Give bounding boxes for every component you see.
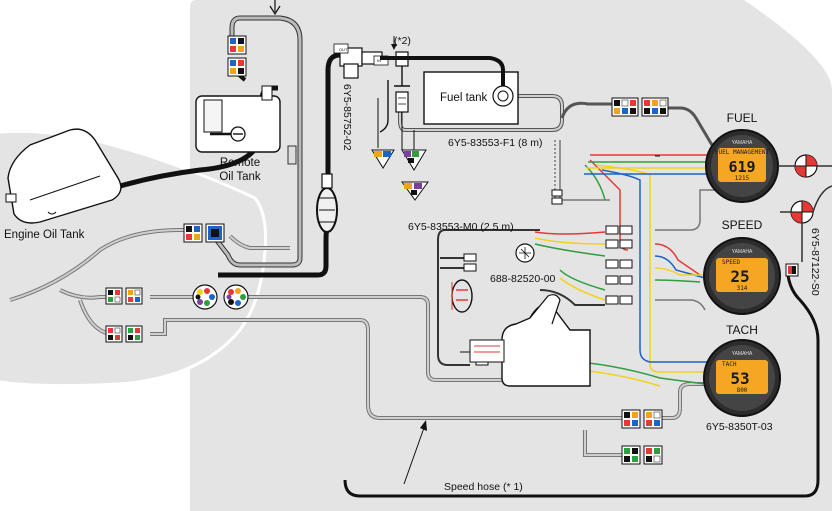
gauge-bus-wires xyxy=(812,165,832,213)
round-coupler-fuel xyxy=(794,154,818,178)
fuel-gauge-sub: 1215 xyxy=(735,175,750,182)
round-coupler-2 xyxy=(223,284,249,310)
fuel-gauge-brand: YAMAHA xyxy=(732,140,753,146)
tach-gauge-reading: 53 xyxy=(730,369,749,388)
speed-gauge: SPEED 25 314 YAMAHA xyxy=(703,237,781,315)
connector-engine-2 xyxy=(205,223,225,243)
fuel-line xyxy=(398,94,714,146)
connector-tach-2 xyxy=(643,409,663,429)
vertical-part-label-1: 6Y5-85752-02 xyxy=(341,84,353,151)
speed-gauge-title: SPEED xyxy=(722,218,763,232)
primer-bulb xyxy=(316,173,338,233)
fuel-filter-part-label: 6Y5-83553-F1 (8 m) xyxy=(448,137,543,149)
speed-gauge-mode: SPEED xyxy=(722,259,740,266)
connector-tach-1 xyxy=(621,409,641,429)
connector-blocks xyxy=(105,35,799,465)
speed-hose-loop xyxy=(343,274,820,498)
tach-gauge-sub: 800 xyxy=(737,387,748,394)
engine-harness xyxy=(9,228,705,457)
speed-gauge-sub: 314 xyxy=(737,285,748,292)
engine-oil-tank-label: Engine Oil Tank xyxy=(4,229,85,241)
tach-gauge-mode: TACH xyxy=(722,361,737,368)
connector-left-4 xyxy=(125,325,143,343)
speed-hose-label: Speed hose (* 1) xyxy=(444,481,523,493)
fuel-gauge-title: FUEL xyxy=(727,111,758,125)
connector-fuel-1 xyxy=(611,97,639,117)
fuel-gauge-mode: FUEL MANAGEMENT xyxy=(715,149,770,156)
vertical-part-label-2: 6Y5-87122-S0 xyxy=(809,228,821,296)
connector-fuel-2 xyxy=(641,97,669,117)
engine-oil-tank xyxy=(5,128,122,224)
connector-left-3 xyxy=(105,325,123,343)
tach-gauge-title: TACH xyxy=(726,323,758,337)
round-couplers xyxy=(192,154,818,310)
main-background-panel xyxy=(190,0,832,511)
remote-control-box xyxy=(460,294,591,387)
tach-part-label: 6Y5-8350T-03 xyxy=(706,421,773,433)
connector-top-2 xyxy=(227,57,247,77)
harness-part-label: 6Y5-83553-M0 (2.5 m) xyxy=(408,221,514,233)
connector-tach-4 xyxy=(643,445,663,465)
fuel-tank-label: Fuel tank xyxy=(440,92,488,104)
sensor-triangles xyxy=(371,98,429,201)
valve-out-label: OUT xyxy=(339,47,348,52)
round-coupler-1 xyxy=(192,284,218,310)
remote-oil-tank xyxy=(195,85,297,165)
trim-switch-harness xyxy=(451,279,473,313)
pointer-arrows xyxy=(269,0,660,485)
speed-sensor xyxy=(515,243,535,263)
round-coupler-speed xyxy=(790,200,814,262)
connector-left-1 xyxy=(105,287,123,305)
fuel-gauge: FUEL MANAGEMENT 619 1215 YAMAHA xyxy=(705,129,779,203)
tach-gauge: TACH 53 800 YAMAHA xyxy=(703,339,781,417)
speed-hose xyxy=(213,15,303,268)
fuel-tank xyxy=(380,56,519,125)
connector-engine-1 xyxy=(183,223,203,243)
valve-in-label: IN xyxy=(377,58,381,63)
tach-gauge-brand: YAMAHA xyxy=(732,351,753,357)
connector-top-1 xyxy=(227,35,247,55)
connector-speed-side xyxy=(785,263,799,277)
connector-tach-3 xyxy=(621,445,641,465)
remote-oil-tank-label-1: Remote xyxy=(220,157,260,169)
speed-gauge-reading: 25 xyxy=(730,267,749,286)
sensor-part-label: 688-82520-00 xyxy=(490,273,556,285)
fuel-gauge-reading: 619 xyxy=(728,158,755,176)
speed-gauge-brand: YAMAHA xyxy=(732,249,753,255)
connector-left-2 xyxy=(125,287,143,305)
meter-wires xyxy=(534,140,720,387)
engine-panel-outline xyxy=(0,129,267,388)
gauge-link-wires xyxy=(778,165,795,213)
sensor-harness xyxy=(437,229,605,366)
note-2-label: (*2) xyxy=(394,35,411,47)
remote-oil-tank-label-2: Oil Tank xyxy=(219,171,261,183)
